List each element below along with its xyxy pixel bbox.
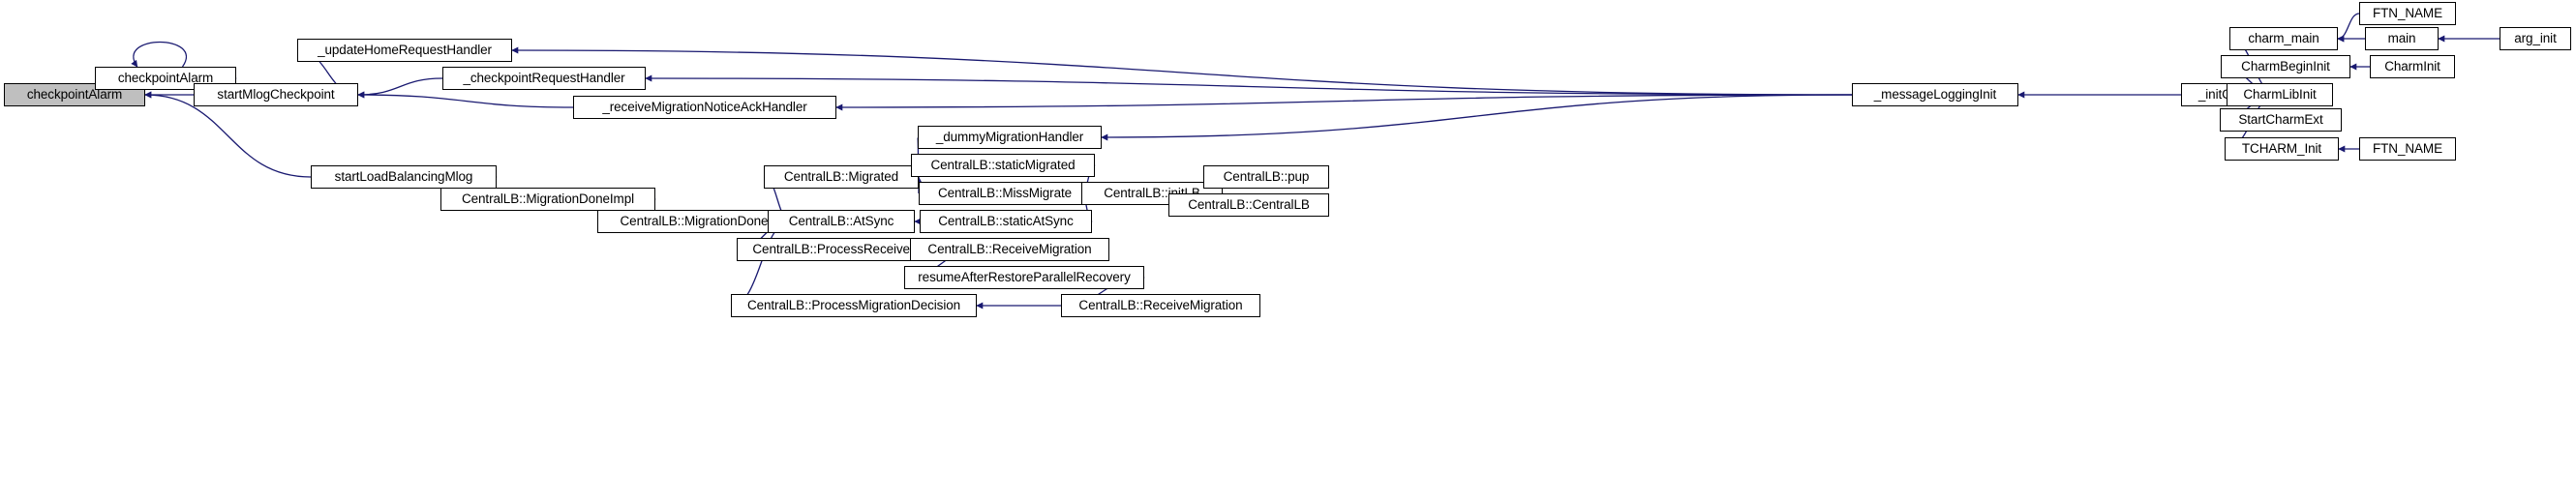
graph-node-label: CentralLB::staticAtSync [938,214,1074,229]
graph-node-label: CentralLB::pup [1223,169,1310,185]
graph-node-label: CentralLB::MissMigrate [937,186,1073,201]
graph-node-label: CentralLB::AtSync [788,214,894,229]
graph-node-label: CharmLibInit [2243,87,2317,103]
graph-node-label: main [2387,31,2416,46]
graph-node-label: FTN_NAME [2373,141,2442,157]
graph-node-centrallb-migrated[interactable]: CentralLB::Migrated [764,165,919,189]
graph-edge [357,91,574,108]
graph-node-dummymigrationhandler[interactable]: _dummyMigrationHandler [918,126,1102,149]
graph-node-messagelogginginit[interactable]: _messageLoggingInit [1852,83,2018,106]
graph-node-main[interactable]: main [2365,27,2439,50]
graph-node-centrallb-pup[interactable]: CentralLB::pup [1203,165,1329,189]
graph-edge [730,218,792,307]
graph-edge [645,74,1853,96]
graph-node-ftn-name[interactable]: FTN_NAME [2359,2,2456,25]
graph-node-charmlibinit[interactable]: CharmLibInit [2227,83,2333,106]
graph-node-tcharm-init[interactable]: TCHARM_Init [2225,137,2339,161]
graph-node-label: startMlogCheckpoint [217,87,335,103]
graph-node-centrallb-receivemigration[interactable]: CentralLB::ReceiveMigration [1061,294,1260,317]
graph-edge [2337,13,2360,43]
graph-node-updatehomerequesthandler[interactable]: _updateHomeRequestHandler [297,39,512,62]
graph-node-charminit[interactable]: CharmInit [2370,55,2455,78]
graph-node-label: checkpointAlarm [26,87,123,103]
graph-node-label: _receiveMigrationNoticeAckHandler [602,100,807,115]
graph-node-label: _messageLoggingInit [1873,87,1997,103]
graph-node-label: CentralLB::Migrated [783,169,899,185]
graph-node-charm-main[interactable]: charm_main [2229,27,2338,50]
graph-edge [511,46,1853,96]
graph-node-receivemigrationnoticeackhandler[interactable]: _receiveMigrationNoticeAckHandler [573,96,836,119]
graph-node-label: TCHARM_Init [2241,141,2322,157]
graph-edge [144,91,312,178]
graph-node-label: CentralLB::ReceiveMigration [927,242,1092,257]
graph-node-label: resumeAfterRestoreParallelRecovery [918,270,1131,285]
graph-node-label: CentralLB::CentralLB [1188,197,1310,213]
graph-node-label: FTN_NAME [2373,6,2442,21]
graph-node-label: CharmInit [2384,59,2440,74]
graph-node-startcharmext[interactable]: StartCharmExt [2220,108,2342,132]
graph-node-label: arg_init [2514,31,2557,46]
graph-edge [357,77,443,99]
graph-node-centrallb-receivemigration[interactable]: CentralLB::ReceiveMigration [910,238,1109,261]
graph-node-label: _dummyMigrationHandler [935,130,1084,145]
graph-node-centrallb-migrationdone[interactable]: CentralLB::MigrationDone [597,210,791,233]
graph-node-label: CentralLB::ProcessMigrationDecision [746,298,961,313]
graph-node-label: _updateHomeRequestHandler [318,43,492,58]
graph-node-label: CentralLB::MigrationDoneImpl [461,191,635,207]
graph-node-label: _checkpointRequestHandler [463,71,625,86]
graph-node-arg-init[interactable]: arg_init [2500,27,2571,50]
graph-node-centrallb-staticatsync[interactable]: CentralLB::staticAtSync [920,210,1092,233]
graph-node-centrallb-missmigrate[interactable]: CentralLB::MissMigrate [919,182,1091,205]
graph-node-label: CentralLB::MigrationDone [620,214,769,229]
graph-edge [835,94,1853,111]
graph-node-centrallb-atsync[interactable]: CentralLB::AtSync [768,210,915,233]
graph-node-resumeafterrestoreparallelrecovery[interactable]: resumeAfterRestoreParallelRecovery [904,266,1144,289]
graph-node-centrallb-staticmigrated[interactable]: CentralLB::staticMigrated [911,154,1095,177]
graph-node-label: startLoadBalancingMlog [334,169,473,185]
graph-node-label: CentralLB::ReceiveMigration [1078,298,1243,313]
graph-node-startmlogcheckpoint[interactable]: startMlogCheckpoint [194,83,358,106]
graph-node-label: StartCharmExt [2238,112,2323,128]
graph-node-label: charm_main [2248,31,2319,46]
graph-edge [1101,94,1853,141]
graph-node-checkpointrequesthandler[interactable]: _checkpointRequestHandler [442,67,646,90]
graph-node-centrallb-processmigrationdecision[interactable]: CentralLB::ProcessMigrationDecision [731,294,977,317]
graph-node-label: CentralLB::staticMigrated [930,158,1076,173]
graph-node-centrallb-migrationdoneimpl[interactable]: CentralLB::MigrationDoneImpl [440,188,655,211]
graph-node-centrallb-centrallb[interactable]: CentralLB::CentralLB [1168,193,1329,217]
graph-node-startloadbalancingmlog[interactable]: startLoadBalancingMlog [311,165,497,189]
graph-node-label: CharmBeginInit [2241,59,2330,74]
graph-node-ftn-name[interactable]: FTN_NAME [2359,137,2456,161]
graph-edge [131,41,187,68]
graph-node-charmbegininit[interactable]: CharmBeginInit [2221,55,2350,78]
